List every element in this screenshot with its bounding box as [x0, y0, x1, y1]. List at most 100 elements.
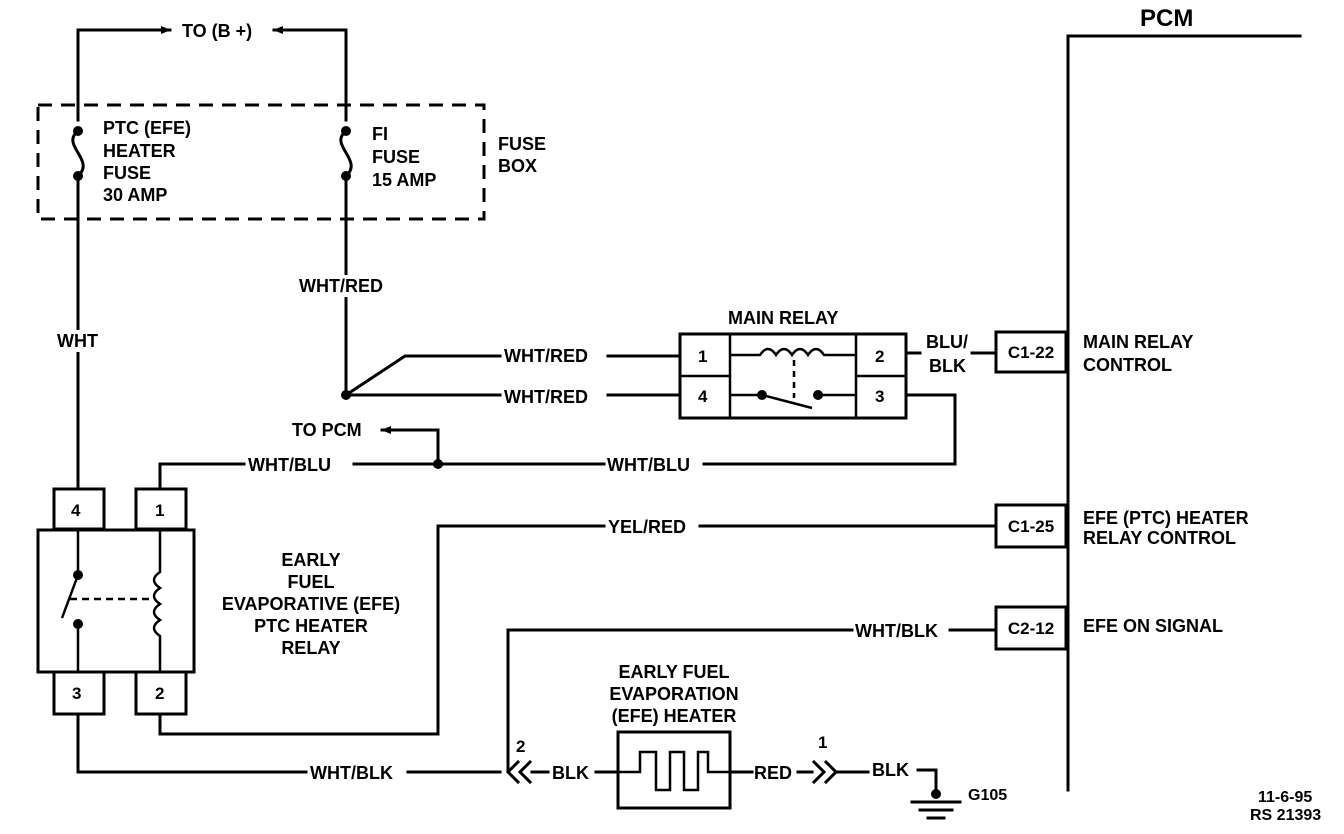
pcm-pin-c2-12: C2-12 EFE ON SIGNAL: [994, 605, 1223, 651]
ptc-fuse: PTC (EFE) HEATER FUSE 30 AMP: [71, 118, 191, 205]
wht-blk-signal-wire-a: [506, 628, 854, 772]
fuse-box: FUSE BOX PTC (EFE) HEATER FUSE 30 AMP FI…: [36, 103, 546, 221]
blk-right-label: BLK: [872, 760, 909, 780]
pcm-pin-c1-25-desc-1: EFE (PTC) HEATER: [1083, 508, 1249, 528]
fi-fuse-label-2: FUSE: [372, 147, 420, 167]
wht-red-pin1-wire-a: [343, 354, 502, 398]
b-plus-wire-right: [272, 26, 348, 122]
ptc-fuse-label-1: PTC (EFE): [103, 118, 191, 138]
efe-heater: EARLY FUEL EVAPORATION (EFE) HEATER: [609, 662, 739, 810]
main-relay-pin2: 2: [875, 347, 884, 366]
to-b-plus-label: TO (B +): [182, 21, 252, 41]
wht-red-vertical-label: WHT/RED: [299, 276, 383, 296]
pcm-pin-c1-25: C1-25 EFE (PTC) HEATER RELAY CONTROL: [994, 503, 1249, 549]
efe-relay-label-5: RELAY: [281, 638, 340, 658]
connector-2-chevron-2: [517, 759, 533, 785]
wht-blk-signal-label: WHT/BLK: [855, 621, 938, 641]
wht-blk-bottom-label: WHT/BLK: [310, 763, 393, 783]
efe-relay-pin3: 3: [72, 684, 81, 703]
heater-label-3: (EFE) HEATER: [612, 706, 737, 726]
efe-relay-pin2: 2: [155, 684, 164, 703]
efe-relay-pin4: 4: [71, 501, 81, 520]
yel-red-label: YEL/RED: [608, 517, 686, 537]
ptc-fuse-label-2: HEATER: [103, 141, 176, 161]
efe-relay-label-1: EARLY: [281, 550, 340, 570]
main-relay: MAIN RELAY 1 4 2 3: [678, 308, 908, 420]
heater-body: [616, 730, 732, 810]
main-relay-pin1: 1: [698, 347, 707, 366]
blk-right-wire-b: [916, 768, 938, 796]
main-relay-coil: [730, 347, 856, 358]
main-relay-pin3: 3: [875, 387, 884, 406]
connector-2-label: 2: [516, 737, 525, 756]
pcm-pin-c2-12-box: [994, 605, 1068, 651]
wht-label-bg: [52, 330, 108, 352]
pcm-title: PCM: [1140, 5, 1193, 32]
red-wire-label: RED: [754, 763, 792, 783]
connector-1-label: 1: [818, 733, 827, 752]
connector-1-chevron-2: [823, 759, 839, 785]
pcm-pin-c1-22-desc-2: CONTROL: [1083, 355, 1172, 375]
heater-label-2: EVAPORATION: [609, 684, 738, 704]
efe-relay-coil: [152, 530, 163, 672]
connector-2-chevron-1: [505, 759, 521, 785]
fuse-box-label-1: FUSE: [498, 134, 546, 154]
efe-relay-switch-arm: [60, 574, 80, 619]
pcm-outline: [1066, 34, 1302, 792]
fi-fuse: FI FUSE 15 AMP: [339, 124, 436, 190]
wht-blk-bottom-wire-a: [76, 712, 308, 774]
footer-ref: RS 21393: [1250, 807, 1321, 824]
b-plus-wire-left: [76, 26, 172, 122]
efe-relay-pin1: 1: [155, 501, 164, 520]
efe-relay: 4 1 3 2 EARLY FUEL EVAPORATIVE (EFE) PTC…: [36, 487, 400, 716]
heater-element-icon: [618, 750, 730, 792]
yel-red-wire-left: [158, 524, 606, 736]
main-relay-title: MAIN RELAY: [728, 308, 838, 328]
wht-blu-wire-left: [158, 462, 246, 490]
blu-blk-label-2: BLK: [929, 356, 966, 376]
heater-label-1: EARLY FUEL: [618, 662, 729, 682]
wht-red-pin4-label: WHT/RED: [504, 387, 588, 407]
blu-blk-label-1: BLU/: [926, 332, 968, 352]
connector-1: 1: [811, 733, 839, 785]
fi-fuse-label-3: 15 AMP: [372, 170, 436, 190]
main-relay-pin4: 4: [698, 387, 708, 406]
ground-g105: G105: [910, 787, 1007, 820]
connector-1-chevron-1: [811, 759, 827, 785]
pcm-pin-c2-12-desc-1: EFE ON SIGNAL: [1083, 616, 1223, 636]
efe-relay-body: [36, 528, 196, 674]
wht-red-label-bg: [296, 275, 396, 297]
pcm-pin-c1-25-box: [994, 503, 1068, 549]
blk-left-label: BLK: [552, 763, 589, 783]
fuse-box-label-2: BOX: [498, 156, 537, 176]
pcm-pin-c1-22: C1-22 MAIN RELAY CONTROL: [994, 330, 1193, 375]
to-pcm-label: TO PCM: [292, 420, 362, 440]
pcm-pin-c1-25-desc-2: RELAY CONTROL: [1083, 528, 1236, 548]
efe-relay-label-3: EVAPORATIVE (EFE): [222, 594, 400, 614]
efe-relay-pin1-box: [134, 487, 188, 531]
wht-blu-right-label: WHT/BLU: [607, 455, 690, 475]
to-pcm-wire: [380, 426, 440, 466]
pcm-pin-c1-22-desc-1: MAIN RELAY: [1083, 332, 1193, 352]
efe-relay-label-2: FUEL: [288, 572, 335, 592]
ground-label: G105: [968, 787, 1007, 804]
ptc-fuse-label-4: 30 AMP: [103, 185, 167, 205]
fi-fuse-symbol: [339, 128, 353, 179]
ground-terminal: [931, 789, 941, 799]
b-plus-feed: TO (B +): [76, 21, 348, 122]
efe-relay-label-4: PTC HEATER: [254, 616, 368, 636]
fi-fuse-label-1: FI: [372, 124, 388, 144]
main-relay-switch-arm: [761, 393, 813, 410]
pcm-pin-c2-12-code: C2-12: [1008, 619, 1054, 638]
connector-2: 2: [505, 737, 533, 785]
pcm-pin-c1-22-code: C1-22: [1008, 343, 1054, 362]
ptc-fuse-symbol: [71, 128, 85, 179]
pcm-module: PCM: [1066, 5, 1302, 792]
wht-wire-label: WHT: [57, 331, 98, 351]
wht-blu-wire-right: [702, 393, 957, 466]
footer-date: 11-6-95: [1258, 789, 1312, 806]
pcm-pin-c1-22-box: [994, 330, 1068, 374]
wht-red-pin1-label: WHT/RED: [504, 346, 588, 366]
ptc-fuse-label-3: FUSE: [103, 163, 151, 183]
